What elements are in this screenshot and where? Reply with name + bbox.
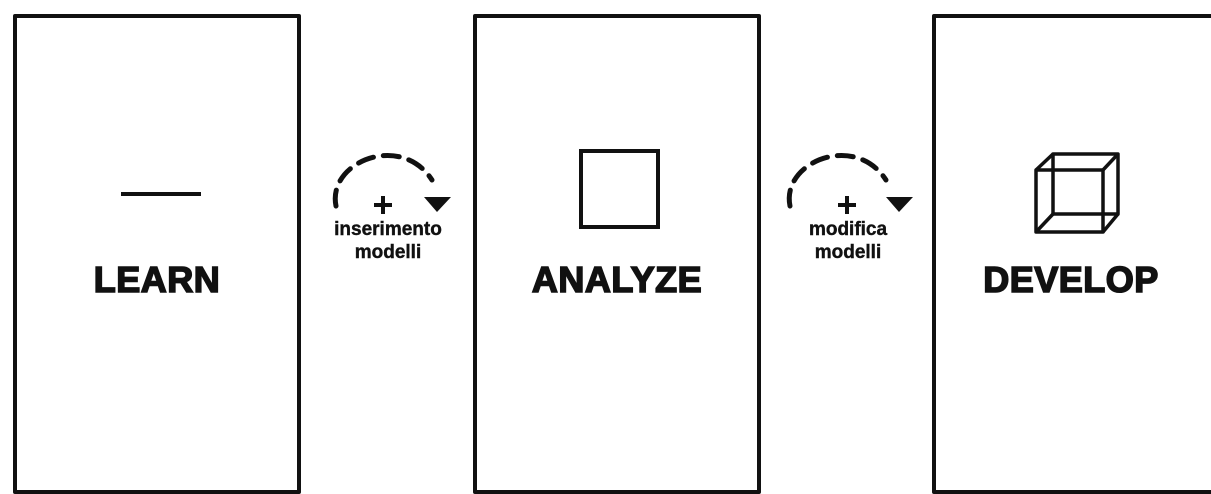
dashed-curved-arrow-icon — [786, 153, 913, 214]
stage-analyze: ANALYZE — [473, 14, 761, 494]
cube-icon — [1034, 152, 1120, 234]
stage-learn-label: LEARN — [93, 259, 221, 300]
stage-learn: LEARN — [13, 14, 301, 494]
dashed-curved-arrow-icon — [332, 153, 451, 214]
stage-develop: DEVELOP — [932, 14, 1211, 494]
connector-label-line2: modelli — [354, 242, 422, 263]
connector-label-line1: modifica — [808, 219, 888, 240]
connector-modifica-modelli: modifica modelli — [765, 140, 931, 264]
line-icon — [121, 192, 201, 196]
stage-analyze-label: ANALYZE — [531, 259, 703, 300]
square-icon — [579, 149, 660, 229]
connector-inserimento-modelli: inserimento modelli — [305, 140, 471, 264]
stage-develop-label: DEVELOP — [982, 259, 1159, 300]
connector-label-line1: inserimento — [334, 219, 442, 240]
connector-label-line2: modelli — [814, 242, 882, 263]
